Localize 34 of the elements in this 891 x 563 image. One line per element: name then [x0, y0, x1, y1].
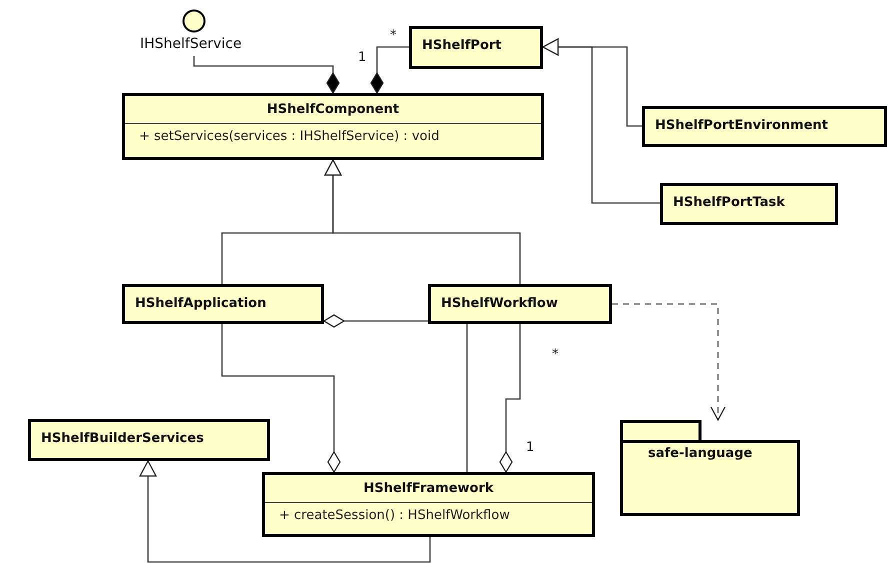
interface-name: IHShelfService — [140, 36, 242, 52]
class-name: HShelfWorkflow — [441, 296, 558, 311]
class-box — [642, 106, 887, 147]
association-line — [466, 324, 468, 472]
association-line — [193, 56, 340, 94]
class-name: HShelfPortTask — [673, 195, 785, 210]
class-name: HShelfComponent — [266, 102, 400, 117]
association-line — [370, 46, 409, 94]
class-name: HShelfApplication — [135, 296, 266, 311]
multiplicity-label: * — [390, 28, 396, 43]
class-box — [122, 284, 324, 324]
class-name: HShelfPortEnvironment — [655, 118, 828, 133]
class-name: HShelfBuilderServices — [41, 431, 204, 446]
association-line — [323, 314, 428, 328]
class-box — [428, 284, 612, 324]
method-text: + createSession() : HShelfWorkflow — [265, 502, 592, 534]
association-line — [324, 159, 521, 284]
class-box — [122, 93, 544, 160]
association-line — [542, 38, 660, 204]
package-name: safe-language — [648, 446, 752, 461]
class-name: HShelfFramework — [362, 481, 495, 496]
class-name: HShelfPort — [422, 38, 502, 53]
association-line — [221, 324, 341, 473]
method-text: + setServices(services : IHShelfService) : void — [125, 123, 541, 155]
association-line — [499, 324, 521, 473]
class-box — [409, 26, 543, 69]
class-box — [28, 419, 270, 461]
class-box — [262, 472, 595, 537]
multiplicity-label: 1 — [526, 440, 534, 455]
class-box — [660, 183, 838, 225]
dependency-arrow — [612, 303, 726, 421]
multiplicity-label: 1 — [358, 50, 366, 65]
association-line — [139, 460, 431, 563]
multiplicity-label: * — [552, 347, 558, 362]
